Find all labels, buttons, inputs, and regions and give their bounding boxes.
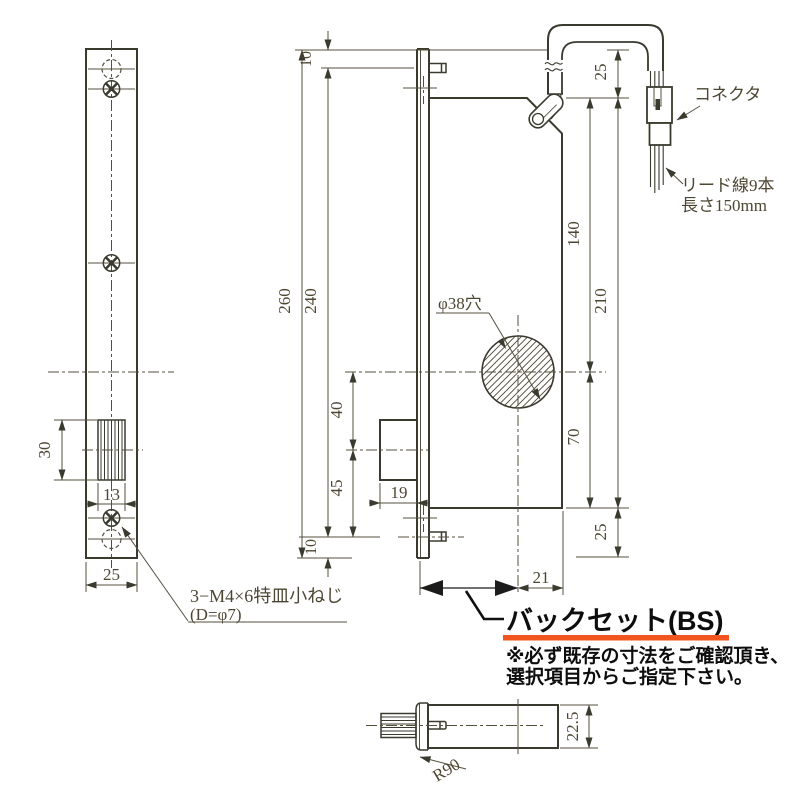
svg-text:22.5: 22.5 [563,712,582,742]
dim-10-bottom: 10 [303,539,320,555]
lead-length-label: 長さ150mm [681,196,767,215]
cable-inner [561,41,649,94]
dim-140: 140 [564,221,583,247]
dim-19: 19 [391,483,408,502]
screw-middle [88,254,135,272]
deadbolt-faceplate [415,702,429,751]
front-view-lock-body: φ38穴 260 240 10 10 40 45 [275,31,629,596]
left-view-strike-plate: 30 13 25 3−M4×6特皿小ねじ (D=φ7) [35,40,347,624]
backset-arrow-right [495,580,518,596]
pin-hole-top [101,58,122,80]
latch-bolt-face [82,419,143,481]
screw-top [88,80,135,98]
left-dimensions: 260 240 10 10 [275,31,548,577]
svg-text:13: 13 [103,485,120,504]
dim-deadbolt-height: 22.5 [560,704,598,749]
right-dimensions: 25 140 210 70 25 [564,49,629,558]
dim-240: 240 [301,288,320,314]
svg-text:25: 25 [103,565,120,584]
screw-note-line2: (D=φ7) [190,605,242,624]
cable-break-symbol [544,62,563,66]
dim-210: 210 [591,288,610,314]
bottom-view-deadbolt: 22.5 R90 [366,699,598,785]
backset-underline [503,635,729,641]
radius-callout: R90 [419,755,467,786]
pin-hole-bottom [101,528,122,550]
connector-label: コネクタ [694,85,761,104]
dim-25-top: 25 [591,64,610,81]
lead-wires [649,145,664,193]
connector [646,86,673,146]
screw-note: 3−M4×6特皿小ねじ (D=φ7) [121,526,347,624]
cable-gland [528,93,564,129]
backset-annotation: バックセット(BS) ※必ず既存の寸法をご確認頂き、 選択項目からご指定下さい。 [464,590,789,688]
cable-outer [547,24,664,94]
svg-text:R90: R90 [429,755,463,786]
cable-and-connector: コネクタ リード線9本 長さ150mm [528,24,775,215]
dim-bolt-width: 13 [87,483,136,511]
dim-25-bottom: 25 [591,524,610,541]
backset-title: バックセット(BS) [506,606,724,636]
backset-note-line1: ※必ず既存の寸法をご確認頂き、 [506,644,789,667]
svg-text:30: 30 [35,442,54,459]
hole-label: φ38穴 [438,294,482,313]
screw-bottom [88,509,135,527]
latch-dimensions: 40 45 19 [327,371,428,538]
dim-260: 260 [275,288,294,314]
lock-case-outline [429,97,563,509]
screw-note-line1: 3−M4×6特皿小ねじ [190,586,343,606]
lead-wires-label: リード線9本 [681,176,775,195]
dim-21: 21 [533,568,550,587]
guide-pin-top [428,62,447,74]
deadbolt-body [427,704,559,749]
backset-dimension: 21 [419,511,564,596]
faceplate [403,48,437,559]
backset-note-line2: 選択項目からご指定下さい。 [506,665,753,688]
dim-45: 45 [327,480,346,497]
dim-bolt-height: 30 [35,419,97,481]
cylinder-hole: φ38穴 [345,294,606,595]
dim-40: 40 [327,402,346,419]
dim-70: 70 [564,429,583,446]
dim-plate-width: 25 [85,562,138,592]
connector-wires-top [649,71,664,87]
backset-arrow-left [420,580,443,596]
dim-10-top: 10 [298,51,315,67]
